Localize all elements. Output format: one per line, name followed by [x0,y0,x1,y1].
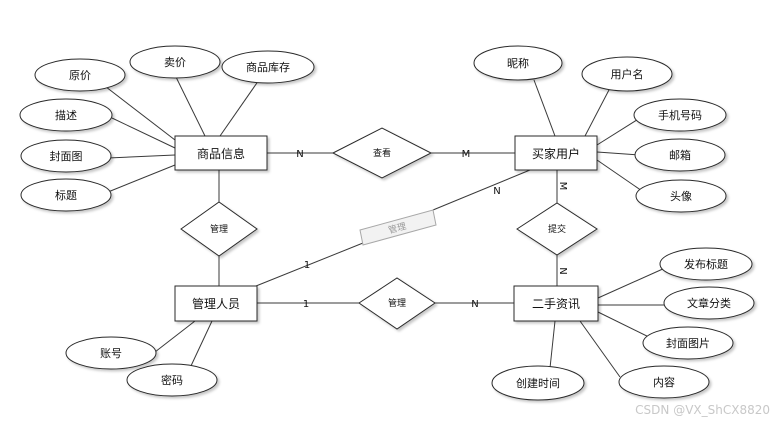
attribute-goods-sale-price-label: 卖价 [164,56,186,69]
entity-news-label: 二手资讯 [532,297,580,311]
attribute-buyer-avatar-label: 头像 [670,190,692,203]
attribute-goods-original-price: 原价 [34,58,126,92]
entity-news: 二手资讯 [513,285,599,322]
relationship-manage-news-label: 管理 [388,297,406,309]
attribute-news-created-time: 创建时间 [491,365,585,401]
attribute-buyer-avatar: 头像 [635,179,727,213]
relationship-view-label: 查看 [373,147,391,159]
cardinality-goods-view: N [296,149,303,160]
attribute-news-title: 发布标题 [659,247,753,281]
attribute-goods-description: 描述 [19,98,113,132]
connector-lines [96,66,666,378]
entity-admin: 管理人员 [174,285,258,322]
attribute-buyer-nickname: 昵称 [473,45,563,81]
attribute-news-category-label: 文章分类 [687,296,731,310]
attribute-goods-description-label: 描述 [55,108,77,122]
attribute-news-created-time-label: 创建时间 [516,376,560,390]
entity-admin-label: 管理人员 [192,296,240,311]
attribute-news-title-label: 发布标题 [684,257,728,271]
attribute-news-cover: 封面图片 [642,326,734,360]
relationship-submit: 提交 [516,202,598,256]
entity-goods-label: 商品信息 [197,146,245,161]
cardinality-manage-news: N [471,299,478,310]
attribute-buyer-email: 邮箱 [634,138,726,172]
attribute-goods-cover-label: 封面图 [50,149,83,163]
attribute-goods-sale-price: 卖价 [129,45,221,79]
attribute-admin-account-label: 账号 [100,347,122,360]
relationship-manage-buyer: 管理 [359,209,437,246]
cardinality-view-buyer: M [462,149,471,160]
attribute-goods-title: 标题 [20,178,112,212]
attribute-buyer-nickname-label: 昵称 [507,56,529,70]
cardinality-submit-news: N [557,267,568,274]
attribute-goods-title-label: 标题 [55,188,77,202]
relationship-manage-goods: 管理 [180,201,258,257]
cardinality-manage-buyer: N [493,186,500,197]
relationship-view: 查看 [331,127,433,179]
cardinality-admin-manage: 1 [304,260,310,271]
entity-buyer-label: 买家用户 [532,146,580,161]
attribute-admin-password: 密码 [126,363,218,397]
attribute-news-category: 文章分类 [663,286,755,320]
attribute-goods-stock: 商品库存 [221,50,315,84]
attribute-buyer-username: 用户名 [581,56,673,92]
attribute-buyer-phone: 手机号码 [633,98,727,132]
attribute-news-content-label: 内容 [653,375,675,389]
watermark: CSDN @VX_ShCX8820 [635,403,770,417]
attribute-goods-original-price-label: 原价 [69,69,91,82]
entity-buyer: 买家用户 [514,135,598,171]
attribute-goods-stock-label: 商品库存 [246,60,290,74]
entity-goods: 商品信息 [174,135,268,171]
relationship-manage-goods-label: 管理 [210,223,228,235]
attribute-buyer-username-label: 用户名 [611,67,644,81]
attribute-admin-account: 账号 [65,336,157,370]
relationship-submit-label: 提交 [548,223,566,235]
attribute-news-cover-label: 封面图片 [666,336,710,350]
attribute-buyer-phone-label: 手机号码 [658,108,702,122]
cardinality-labels: N M 1 N 1 N M N [296,149,568,310]
attribute-news-content: 内容 [618,365,710,399]
cardinality-admin-news-manage: 1 [303,299,309,310]
attribute-admin-password-label: 密码 [161,373,183,387]
relationship-manage-news: 管理 [358,277,436,330]
cardinality-buyer-submit: M [557,182,568,191]
attribute-goods-cover: 封面图 [20,139,112,173]
attribute-buyer-email-label: 邮箱 [669,148,691,162]
